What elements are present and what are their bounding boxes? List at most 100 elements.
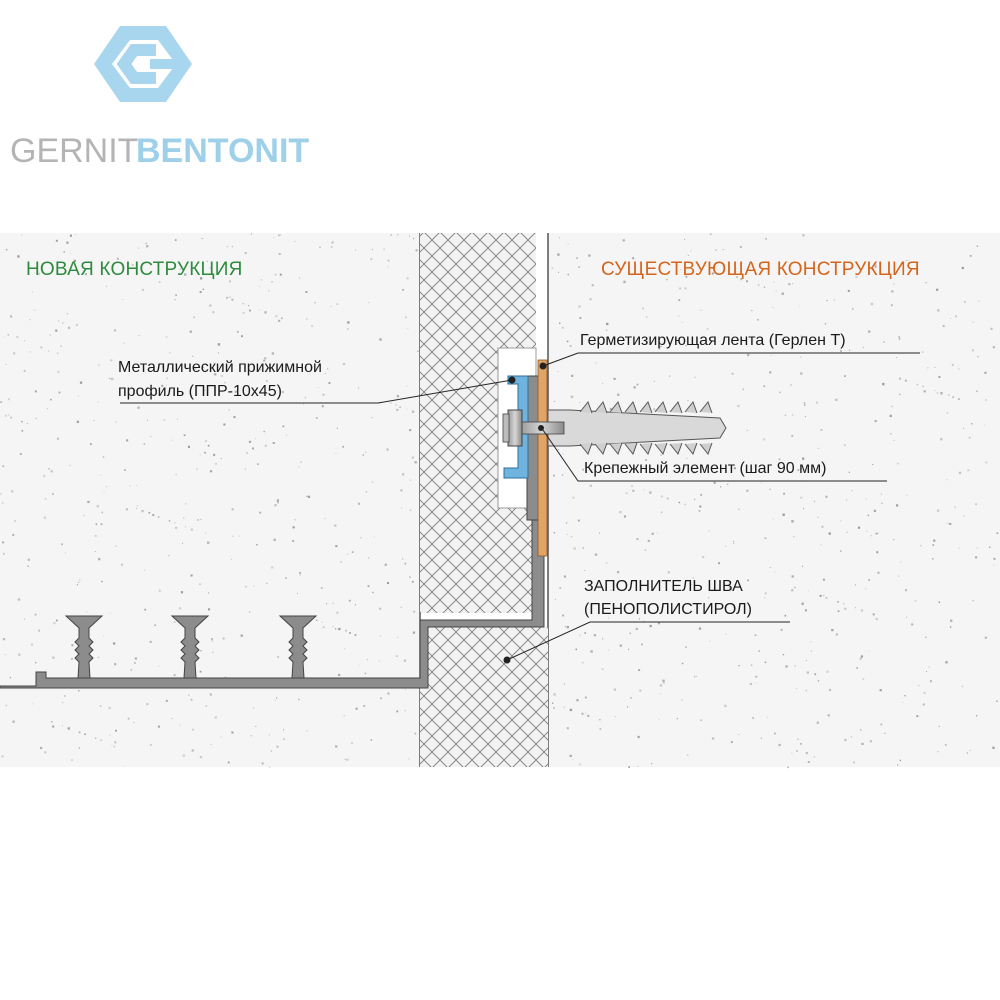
speckle bbox=[163, 419, 165, 421]
speckle bbox=[271, 281, 273, 283]
speckle bbox=[713, 481, 716, 484]
speckle bbox=[68, 326, 71, 329]
anchor-rib bbox=[278, 615, 318, 679]
speckle bbox=[923, 390, 926, 393]
speckle bbox=[174, 522, 176, 524]
speckle bbox=[681, 662, 684, 665]
speckle bbox=[362, 454, 364, 456]
speckle bbox=[34, 390, 37, 393]
speckle bbox=[378, 660, 380, 662]
speckle bbox=[100, 523, 103, 526]
speckle bbox=[947, 522, 949, 524]
speckle bbox=[417, 350, 419, 352]
speckle bbox=[757, 319, 759, 321]
speckle bbox=[623, 515, 626, 518]
speckle bbox=[992, 746, 995, 749]
speckle bbox=[758, 650, 760, 652]
speckle bbox=[821, 525, 824, 528]
speckle bbox=[260, 279, 263, 281]
speckle bbox=[319, 246, 321, 248]
speckle bbox=[364, 672, 367, 675]
speckle bbox=[929, 680, 932, 683]
leader-tape bbox=[542, 352, 920, 367]
speckle bbox=[728, 274, 730, 275]
speckle bbox=[952, 396, 955, 399]
speckle bbox=[12, 534, 15, 536]
speckle bbox=[400, 606, 402, 608]
waterstop-anchor-ribs bbox=[64, 615, 318, 679]
speckle bbox=[270, 750, 273, 752]
speckle bbox=[355, 249, 356, 251]
speckle bbox=[248, 440, 252, 443]
speckle bbox=[95, 737, 97, 739]
speckle bbox=[227, 761, 230, 764]
speckle bbox=[595, 362, 597, 364]
speckle bbox=[553, 707, 555, 710]
speckle bbox=[303, 403, 304, 405]
speckle bbox=[204, 451, 206, 454]
speckle bbox=[69, 464, 71, 466]
speckle bbox=[261, 762, 264, 765]
speckle bbox=[367, 585, 370, 588]
speckle bbox=[755, 682, 757, 684]
speckle bbox=[314, 302, 316, 304]
speckle bbox=[923, 691, 926, 694]
speckle bbox=[77, 395, 79, 397]
speckle bbox=[1, 755, 4, 758]
speckle bbox=[958, 368, 960, 370]
speckle bbox=[368, 302, 370, 303]
speckle bbox=[188, 694, 190, 696]
speckle bbox=[409, 509, 412, 511]
speckle bbox=[643, 620, 645, 622]
speckle bbox=[98, 364, 100, 366]
speckle bbox=[158, 281, 161, 283]
speckle bbox=[152, 514, 155, 516]
speckle bbox=[624, 262, 627, 264]
speckle bbox=[844, 607, 847, 610]
speckle bbox=[199, 583, 201, 585]
speckle bbox=[263, 359, 266, 362]
speckle bbox=[61, 543, 63, 546]
speckle bbox=[191, 749, 194, 752]
speckle bbox=[564, 626, 566, 628]
anchor-tooth bbox=[699, 400, 713, 414]
speckle bbox=[304, 396, 307, 399]
speckle bbox=[231, 731, 234, 734]
concrete-speckles bbox=[0, 233, 999, 769]
speckle bbox=[294, 240, 296, 242]
speckle bbox=[961, 266, 964, 270]
speckle bbox=[248, 305, 250, 307]
speckle bbox=[765, 238, 767, 240]
speckle bbox=[733, 543, 735, 544]
speckle bbox=[135, 507, 137, 509]
fastener-anchor bbox=[502, 400, 727, 456]
speckle bbox=[408, 758, 410, 760]
speckle bbox=[622, 239, 625, 242]
speckle bbox=[937, 309, 940, 312]
speckle bbox=[557, 370, 559, 373]
speckle bbox=[365, 490, 368, 493]
speckle bbox=[232, 535, 234, 537]
speckle bbox=[754, 464, 757, 467]
speckle bbox=[185, 526, 186, 528]
speckle bbox=[221, 375, 223, 377]
speckle bbox=[76, 420, 79, 423]
speckle bbox=[807, 590, 809, 592]
speckle bbox=[660, 454, 662, 456]
speckle bbox=[2, 541, 5, 544]
speckle bbox=[662, 679, 665, 682]
speckle bbox=[326, 603, 328, 605]
speckle bbox=[205, 705, 208, 707]
speckle bbox=[231, 508, 234, 511]
speckle bbox=[563, 706, 565, 708]
leader-filler bbox=[506, 621, 790, 661]
speckle bbox=[684, 503, 686, 506]
speckle bbox=[630, 697, 632, 699]
speckle bbox=[709, 640, 711, 642]
speckle bbox=[43, 516, 46, 519]
speckle bbox=[23, 618, 25, 620]
speckle bbox=[856, 667, 858, 669]
speckle bbox=[628, 648, 630, 650]
speckle bbox=[906, 494, 908, 496]
